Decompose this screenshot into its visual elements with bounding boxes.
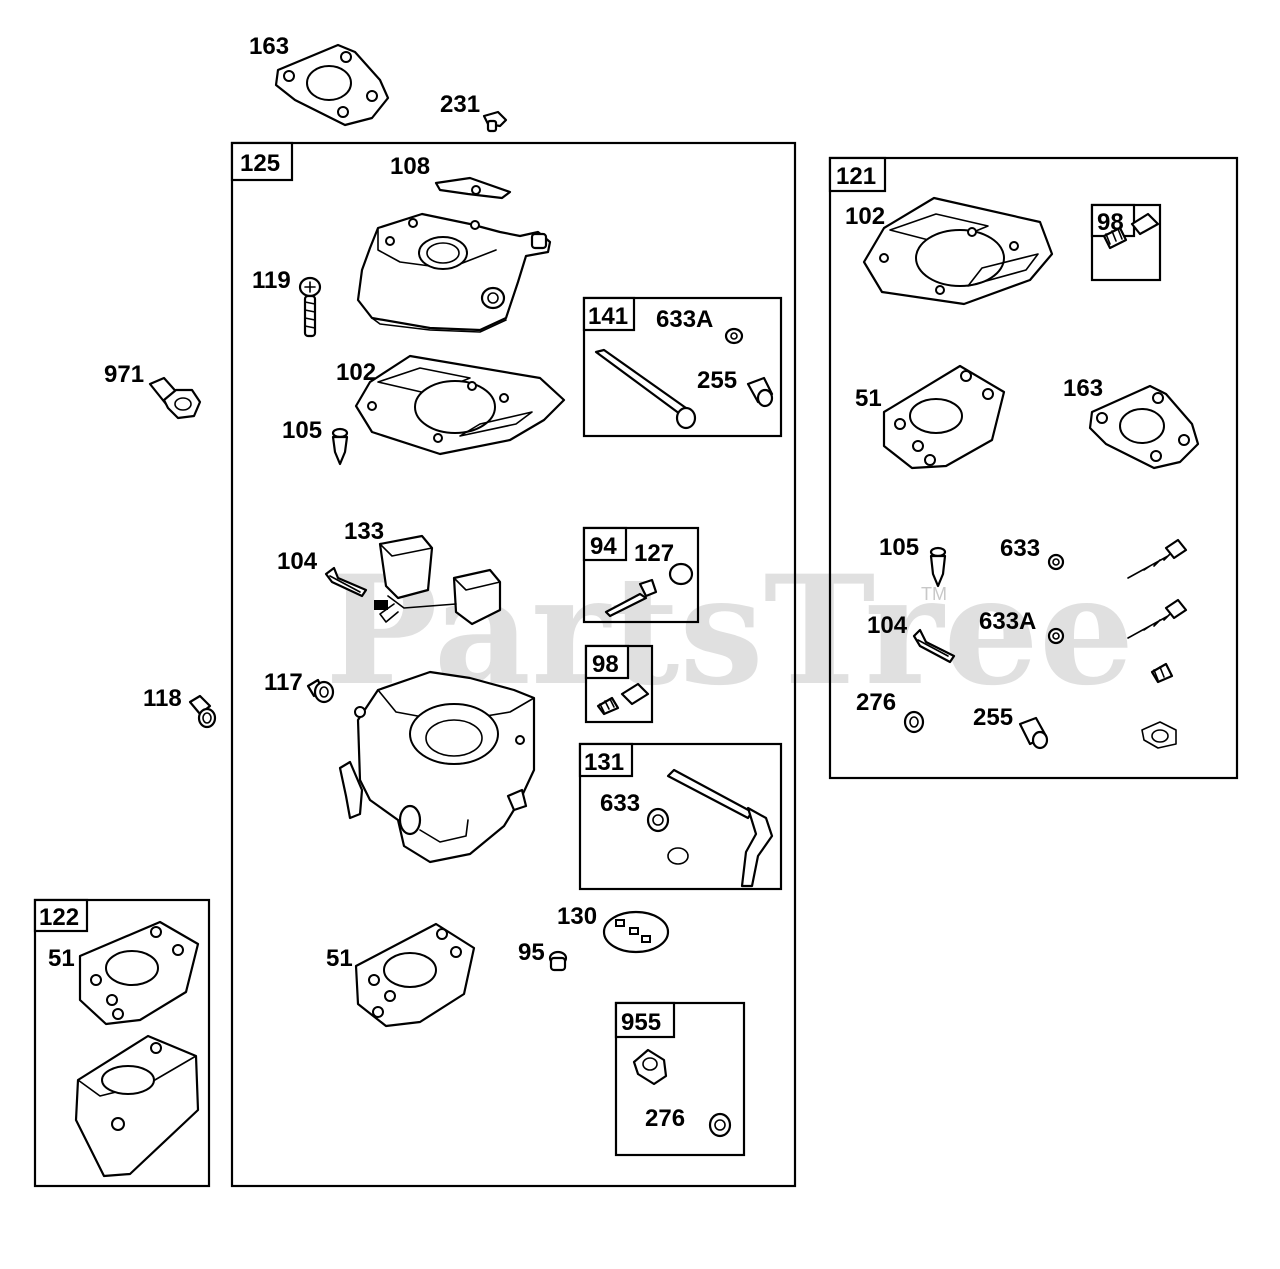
group-141-frame	[582, 296, 783, 438]
group-955-label: 955	[621, 1009, 661, 1036]
callout-133: 133	[344, 518, 384, 545]
group-94-label: 94	[590, 533, 617, 560]
callout-51-121: 51	[855, 385, 882, 412]
group-121-frame	[828, 156, 1239, 780]
callout-102-main: 102	[336, 359, 376, 386]
callout-971: 971	[104, 361, 144, 388]
group-122-label: 122	[39, 904, 79, 931]
gasket-108	[434, 176, 512, 200]
gasket-102-main	[354, 354, 566, 456]
callout-118: 118	[143, 685, 182, 712]
callout-104-121: 104	[867, 612, 908, 639]
group-122-frame	[33, 898, 211, 1188]
shaft-131	[666, 768, 774, 888]
group-131-label: 131	[584, 749, 624, 776]
carburetor-lower-body	[338, 670, 536, 864]
callout-130: 130	[557, 903, 597, 930]
group-121-label: 121	[836, 163, 876, 190]
callout-255-141: 255	[697, 367, 737, 394]
ring-633A-121	[1047, 627, 1065, 645]
group-141-tag	[582, 296, 636, 332]
needle-94	[604, 578, 658, 618]
spring-121	[1150, 662, 1174, 684]
group-98-main-tag	[584, 644, 630, 680]
callout-255-121: 255	[973, 704, 1013, 731]
bushing-255-121	[1018, 716, 1049, 750]
needle-105-main	[331, 427, 349, 466]
plug-955	[632, 1048, 668, 1086]
callout-633-121: 633	[1000, 535, 1040, 562]
callout-127: 127	[634, 540, 674, 567]
group-94-frame	[582, 526, 700, 624]
callout-117: 117	[264, 669, 303, 696]
callout-105-121: 105	[879, 534, 919, 561]
callout-633A-121: 633A	[979, 608, 1036, 635]
screw-95	[548, 950, 568, 972]
watermark-trademark: TM	[921, 584, 947, 604]
callout-633-131: 633	[600, 790, 640, 817]
callout-633A-141: 633A	[656, 306, 713, 333]
ring-633-121	[1047, 553, 1065, 571]
pin-104-main	[324, 566, 368, 598]
gasket-51-122	[78, 920, 200, 1026]
group-125-frame	[230, 141, 797, 1188]
disc-130	[602, 910, 670, 954]
clamp-121	[1141, 721, 1177, 749]
group-98-main-label: 98	[592, 651, 619, 678]
group-125-label: 125	[240, 150, 280, 177]
group-131-tag	[578, 742, 634, 778]
oring-127	[668, 562, 694, 586]
bolt-971	[148, 376, 202, 420]
shaft-141	[594, 348, 697, 430]
callout-102-121: 102	[845, 203, 885, 230]
mixture-screw-121-b	[1127, 598, 1188, 639]
spring-screw-98-main	[596, 682, 650, 716]
gasket-51-main	[354, 922, 476, 1028]
clip-131	[667, 847, 689, 865]
group-122-tag	[33, 898, 89, 933]
gasket-102-121	[862, 196, 1054, 306]
callout-276-121: 276	[856, 689, 896, 716]
callout-108: 108	[390, 153, 430, 180]
fitting-118	[188, 694, 217, 729]
ring-633-131	[646, 807, 670, 833]
callout-163-121: 163	[1063, 375, 1103, 402]
screw-119	[298, 276, 322, 338]
group-125-tag	[230, 141, 294, 182]
callout-163-top: 163	[249, 33, 289, 60]
pin-104-121	[912, 628, 956, 664]
callout-104-main: 104	[277, 548, 318, 575]
callout-51-122: 51	[48, 945, 75, 972]
group-121-tag	[828, 156, 887, 193]
callout-119: 119	[252, 267, 291, 294]
callout-231: 231	[440, 91, 480, 118]
group-955-frame	[614, 1001, 746, 1157]
callout-105-main: 105	[282, 417, 322, 444]
callout-51-main: 51	[326, 945, 353, 972]
carburetor-upper-body	[356, 212, 552, 333]
group-141-label: 141	[588, 303, 628, 330]
bushing-255-141	[746, 376, 774, 408]
fitting-117	[306, 678, 335, 704]
needle-105-121	[929, 546, 947, 588]
ring-633A-141	[724, 327, 744, 345]
gasket-163-121	[1088, 384, 1200, 470]
mixture-screw-121-a	[1127, 538, 1188, 579]
spring-screw-98-kit	[1102, 212, 1160, 250]
screw-231	[482, 110, 508, 133]
washer-276-955	[708, 1112, 732, 1138]
float-133	[374, 534, 502, 626]
callout-276-955: 276	[645, 1105, 685, 1132]
gasket-51-121	[882, 364, 1006, 470]
group-955-tag	[614, 1001, 676, 1039]
callout-95: 95	[518, 939, 545, 966]
group-94-tag	[582, 526, 628, 562]
group-131-frame	[578, 742, 783, 891]
spacer-122	[74, 1034, 200, 1178]
washer-276-121	[903, 710, 925, 734]
gasket-163-top	[274, 43, 390, 127]
